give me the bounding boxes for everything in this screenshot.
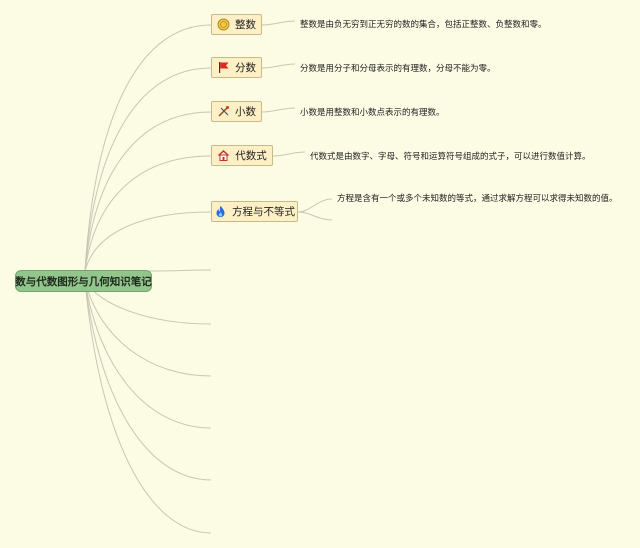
branch-line [84, 211, 212, 272]
house-icon [217, 149, 230, 162]
note-connector-line [261, 20, 296, 26]
topic-label: 整数 [235, 19, 256, 31]
topic-note-equation-inequality: 方程是含有一个或多个未知数的等式，通过求解方程可以求得未知数的值。 [337, 194, 618, 204]
empty-branch-line [84, 280, 212, 377]
note-connector-line [297, 198, 333, 213]
topic-algebraic-expression[interactable]: 代数式 [211, 145, 273, 166]
branch-line [84, 111, 212, 272]
topic-fraction[interactable]: 分数 [211, 57, 262, 78]
topic-note-fraction: 分数是用分子和分母表示的有理数，分母不能为零。 [300, 64, 496, 74]
empty-branch-line [84, 280, 212, 481]
note-connector-line [297, 211, 333, 221]
root-topic[interactable]: 数与代数图形与几何知识笔记 [15, 270, 152, 292]
empty-branch-line [144, 269, 212, 272]
branch-line [84, 24, 212, 272]
topic-label: 小数 [235, 106, 256, 118]
empty-branch-line [84, 280, 212, 534]
note-connector-line [272, 151, 306, 157]
tools-icon [217, 105, 230, 118]
branch-line [84, 67, 212, 272]
topic-label: 代数式 [235, 150, 267, 162]
note-connector-line [261, 63, 296, 69]
topic-integer[interactable]: 整数 [211, 14, 262, 35]
red-flag-icon [217, 61, 230, 74]
topic-label: 方程与不等式 [232, 206, 295, 218]
flame-icon [214, 205, 227, 218]
root-topic-label: 数与代数图形与几何知识笔记 [15, 275, 152, 288]
topic-decimal[interactable]: 小数 [211, 101, 262, 122]
topic-equation-inequality[interactable]: 方程与不等式 [211, 201, 298, 222]
topic-label: 分数 [235, 62, 256, 74]
topic-note-algebraic-expression: 代数式是由数字、字母、符号和运算符号组成的式子，可以进行数值计算。 [310, 152, 591, 162]
topic-note-integer: 整数是由负无穷到正无穷的数的集合，包括正整数、负整数和零。 [300, 20, 547, 30]
empty-branch-line [84, 280, 212, 429]
branch-line [84, 155, 212, 272]
note-connector-line [261, 107, 296, 113]
topic-note-decimal: 小数是用整数和小数点表示的有理数。 [300, 108, 445, 118]
medal-icon [217, 18, 230, 31]
